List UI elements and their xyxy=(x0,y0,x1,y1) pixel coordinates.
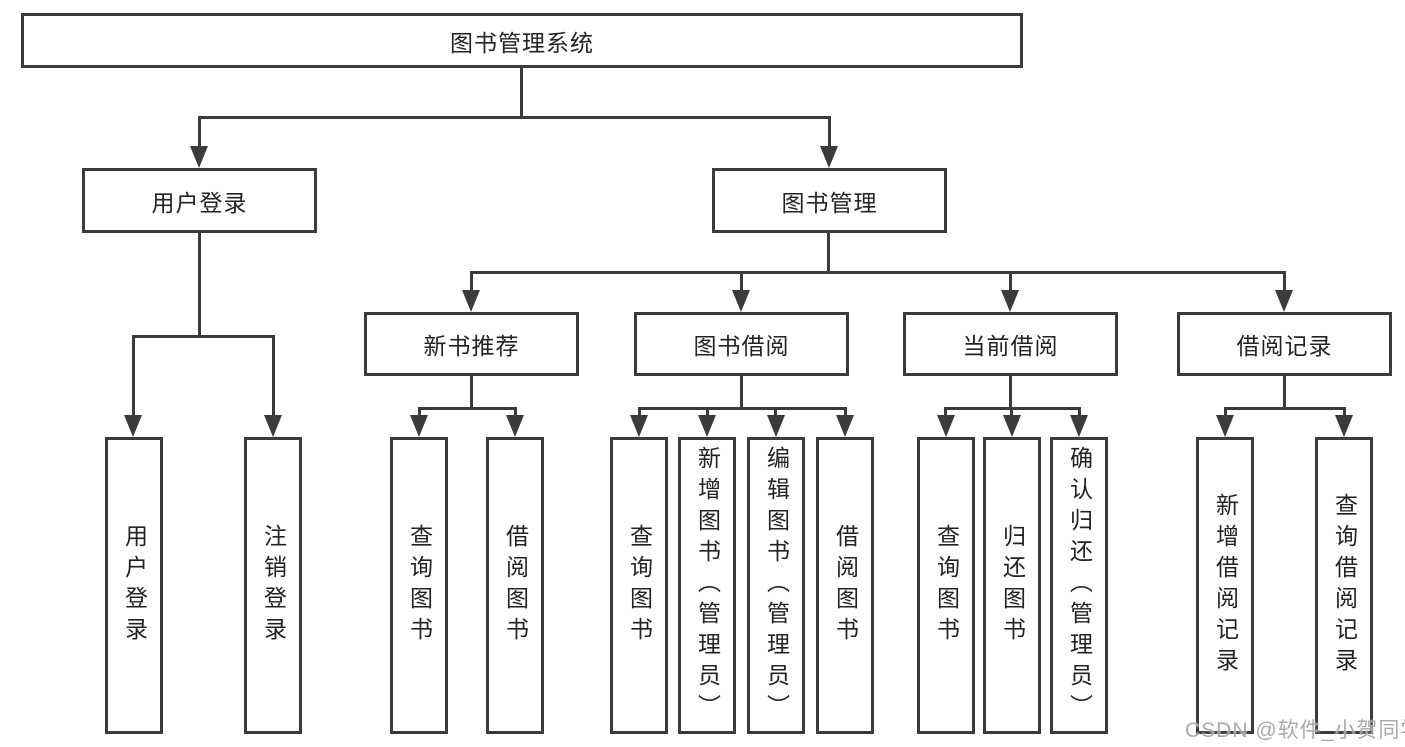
connector-line xyxy=(706,407,709,415)
arrow-down-icon xyxy=(732,290,750,312)
arrow-down-icon xyxy=(1216,415,1234,437)
arrow-down-icon xyxy=(630,415,648,437)
connector-line xyxy=(1224,407,1346,410)
node-add-books-admin: 新增图书（管理员） xyxy=(678,437,736,734)
node-current-query-books: 查询图书 xyxy=(917,437,975,734)
arrow-down-icon xyxy=(1275,290,1293,312)
node-borrowing-query-books: 查询图书 xyxy=(610,437,668,734)
connector-line xyxy=(514,407,517,415)
arrow-down-icon xyxy=(506,415,524,437)
connector-line xyxy=(774,407,777,415)
connector-line xyxy=(520,68,523,116)
arrow-down-icon xyxy=(410,415,428,437)
node-book-management: 图书管理 xyxy=(712,168,947,233)
connector-line xyxy=(272,335,275,415)
connector-line xyxy=(1343,407,1346,415)
connector-line xyxy=(827,233,830,271)
connector-line xyxy=(740,376,743,407)
arrow-down-icon xyxy=(836,415,854,437)
connector-line xyxy=(470,271,1286,274)
connector-line xyxy=(1009,376,1012,407)
arrow-down-icon xyxy=(1335,415,1353,437)
node-recommend-borrow-books: 借阅图书 xyxy=(486,437,544,734)
connector-line xyxy=(844,407,847,415)
arrow-down-icon xyxy=(767,415,785,437)
connector-line xyxy=(1009,271,1012,290)
arrow-down-icon xyxy=(124,415,142,437)
connector-line xyxy=(198,116,201,146)
node-edit-books-admin: 编辑图书（管理员） xyxy=(747,437,805,734)
arrow-down-icon xyxy=(190,146,208,168)
arrow-down-icon xyxy=(1003,415,1021,437)
arrow-down-icon xyxy=(1001,290,1019,312)
arrow-down-icon xyxy=(698,415,716,437)
connector-line xyxy=(638,407,641,415)
connector-line xyxy=(1224,407,1227,415)
watermark: CSDN @软件_小贺同学 xyxy=(1185,719,1405,742)
node-logout: 注销登录 xyxy=(244,437,302,734)
connector-line xyxy=(638,407,847,410)
connector-line xyxy=(418,407,517,410)
node-book-borrowing: 图书借阅 xyxy=(634,312,849,376)
arrow-down-icon xyxy=(462,290,480,312)
node-return-books: 归还图书 xyxy=(983,437,1041,734)
connector-line xyxy=(1283,271,1286,290)
connector-line xyxy=(828,116,831,146)
connector-line xyxy=(944,407,947,415)
node-borrowing-borrow-books: 借阅图书 xyxy=(816,437,874,734)
connector-line xyxy=(740,271,743,290)
connector-line xyxy=(1283,376,1286,407)
connector-line xyxy=(198,233,201,335)
node-current-borrowing: 当前借阅 xyxy=(903,312,1118,376)
connector-line xyxy=(418,407,421,415)
arrow-down-icon xyxy=(1070,415,1088,437)
arrow-down-icon xyxy=(820,146,838,168)
node-confirm-return-admin: 确认归还（管理员） xyxy=(1050,437,1108,734)
node-query-borrow-record: 查询借阅记录 xyxy=(1315,437,1373,734)
node-borrowing-records: 借阅记录 xyxy=(1177,312,1392,376)
connector-line xyxy=(1078,407,1081,415)
connector-line xyxy=(1010,407,1013,415)
connector-line xyxy=(132,335,275,338)
node-add-borrow-record: 新增借阅记录 xyxy=(1196,437,1254,734)
node-recommend-query-books: 查询图书 xyxy=(390,437,448,734)
connector-line xyxy=(198,116,831,119)
node-new-book-recommendation: 新书推荐 xyxy=(364,312,579,376)
connector-line xyxy=(470,271,473,290)
arrow-down-icon xyxy=(264,415,282,437)
connector-line xyxy=(132,335,135,415)
node-user-login: 用户登录 xyxy=(82,168,317,233)
node-user-login-leaf: 用户登录 xyxy=(105,437,163,734)
node-library-management-system: 图书管理系统 xyxy=(21,13,1023,68)
connector-line xyxy=(470,376,473,407)
arrow-down-icon xyxy=(937,415,955,437)
